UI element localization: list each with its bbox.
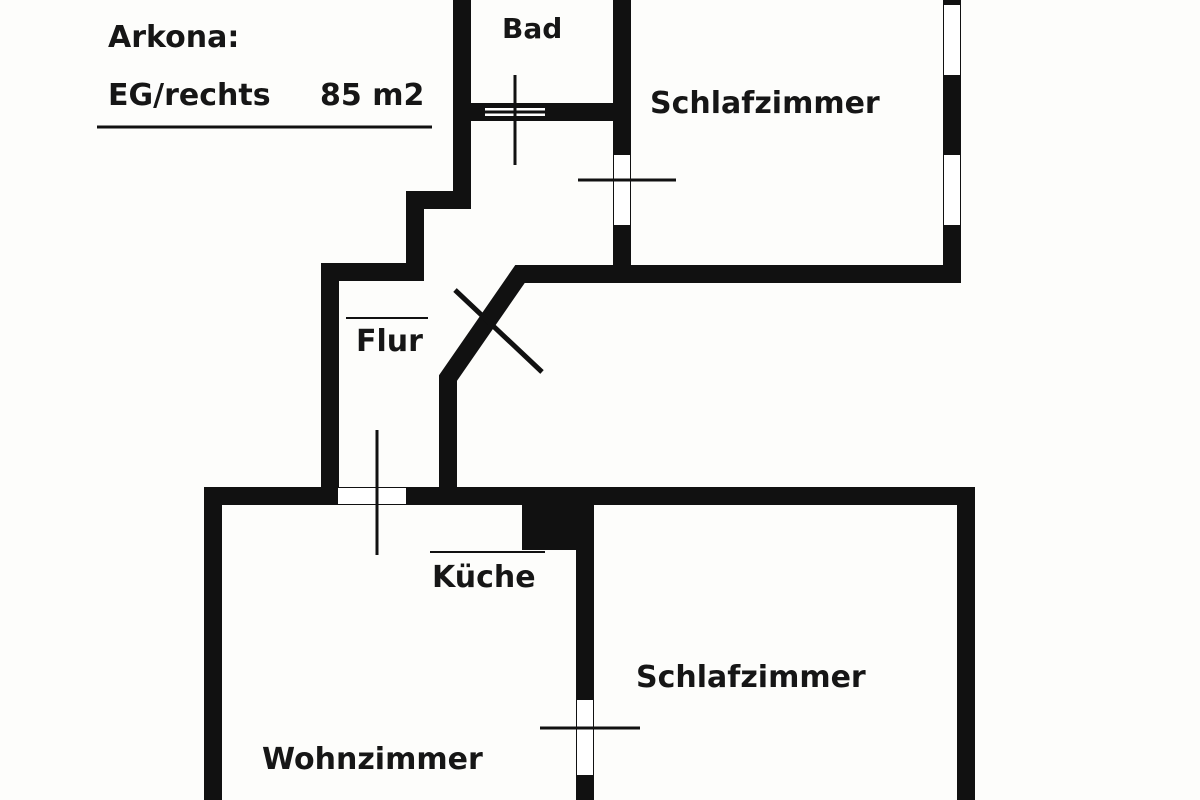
unit-label: EG/rechts [108,78,271,113]
wall-bottom-block [204,487,975,800]
window-right-2 [944,155,960,225]
room-hall: Flur [356,324,423,359]
kitchen-block [522,500,594,550]
door-hall [338,488,406,504]
window-right-1 [944,5,960,75]
room-bedroom-bottom: Schlafzimmer [636,660,866,695]
room-living: Wohnzimmer [262,742,483,777]
wall-bedroom-top [439,0,961,490]
room-bedroom-top: Schlafzimmer [650,86,880,121]
door-bedroom-top [614,155,630,225]
room-kitchen: Küche [432,560,536,595]
area-label: 85 m2 [320,78,425,113]
wall-bath-left [321,0,471,490]
door-bedroom-bottom [577,700,593,775]
door-marks [97,75,676,730]
room-bath: Bad [502,12,563,45]
building-name: Arkona: [108,20,240,55]
